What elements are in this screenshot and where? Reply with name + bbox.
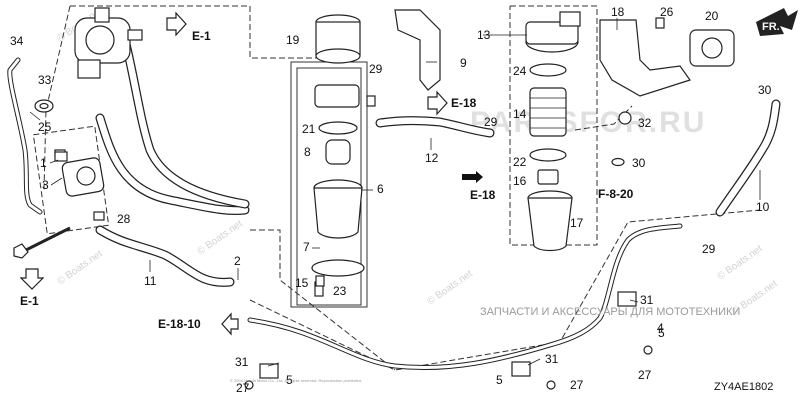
callout-20: 20 [705,9,719,23]
callout-26: 26 [660,5,674,19]
cap-part-19 [315,14,361,64]
callout-5: 5 [496,373,503,387]
callout-11: 11 [144,274,157,288]
watermark-boats: © Boats.net [195,218,244,257]
callout-23: 23 [333,284,347,298]
valve-assembly-part [74,7,143,79]
callout-32: 32 [638,116,652,130]
callout-29: 29 [369,62,383,76]
clip-part-29 [366,95,376,107]
ref-e1-top: E-1 [192,29,211,43]
bolt-part-27 [546,380,556,390]
callout-19: 19 [286,33,300,47]
leader-lines [29,18,761,367]
callout-8: 8 [304,145,311,159]
callout-28: 28 [117,212,131,226]
filter-element-part-14 [529,87,567,137]
fuel-filter-assembly-part-6 [311,84,365,277]
callout-25: 25 [38,120,52,134]
watermark-boats: © Boats.net [55,248,104,287]
ref-e18-mid: E-18 [470,188,496,202]
bolt-part-27 [244,380,254,390]
callout-16: 16 [513,174,527,188]
watermark-shop-text: ЗАПЧАСТИ И АКСЕССУАРЫ ДЛЯ МОТОТЕХНИКИ [480,306,740,318]
clip-part-28 [93,211,105,221]
callout-34: 34 [10,34,24,48]
bracket-part-18 [599,19,691,97]
arrow-right-icon [166,11,187,37]
callout-29: 29 [484,115,498,129]
arrow-right-icon [462,171,483,183]
callout-6: 6 [377,182,384,196]
callout-7: 7 [303,240,310,254]
svg-text:FR.: FR. [762,21,780,33]
callout-labels: 34 33 25 1 3 28 11 2 19 29 21 8 6 7 15 2… [10,5,772,395]
callout-18: 18 [611,5,625,19]
callout-31: 31 [640,293,654,307]
filter-cap-part-13 [525,11,581,53]
section-references: E-1 E-1 E-18 E-18 F-8-20 E-18-10 [20,29,634,331]
callout-27: 27 [570,378,584,392]
callout-4: 4 [657,321,664,335]
bolt-part-27 [643,345,653,355]
ring-part-22 [529,148,567,162]
bolt-long-part [13,226,71,259]
filter-cup-part-17 [527,190,573,252]
callout-31: 31 [545,352,559,366]
callout-30: 30 [632,156,646,170]
callout-33: 33 [38,73,52,87]
ref-e18-right: E-18 [451,96,477,110]
clamp-part-5 [259,363,279,379]
watermark-layer: PARTSFOR.RU © Boats.net © Boats.net © Bo… [55,5,779,317]
callout-15: 15 [295,276,309,290]
ref-f820: F-8-20 [598,187,634,201]
callout-30: 30 [758,83,772,97]
callout-10: 10 [756,200,770,214]
callout-24: 24 [513,64,527,78]
ref-e1-bottom: E-1 [20,294,39,308]
diagram-code: ZY4AE1802 [714,381,773,393]
clamp-part-5 [511,361,531,377]
fitting-part-1 [54,151,68,162]
ref-e1810: E-18-10 [158,317,201,331]
clamp-part-5 [617,291,637,307]
callout-12: 12 [425,151,439,165]
callout-22: 22 [513,155,527,169]
callout-9: 9 [460,56,467,70]
sensor-part-15 [315,275,325,287]
callout-5: 5 [286,373,293,387]
callout-3: 3 [42,178,49,192]
callout-2: 2 [234,254,241,268]
callout-5: 5 [658,326,665,340]
fr-badge: FR. [756,8,798,36]
watermark-logo: PARTSFOR.RU [470,106,706,139]
callout-27: 27 [638,368,652,382]
watermark-boats: © Boats.net [425,268,474,307]
callout-21: 21 [302,122,316,136]
watermark-boats: © Boats.net [715,243,764,282]
parts [13,7,735,390]
callout-31: 31 [235,355,249,369]
hoses [7,35,781,371]
copyright-text: © 2004 Honda Motor Co., Ltd. All rights … [230,378,362,383]
callout-13: 13 [477,28,491,42]
valve-part-20 [689,29,735,67]
fitting-part-32 [618,111,632,125]
nut-part-16 [537,169,559,185]
bolt-part-26 [655,17,665,29]
callout-27: 27 [236,381,250,395]
o-ring-part-24 [529,63,567,77]
arrow-right-icon [427,90,448,116]
callout-29: 29 [702,242,716,256]
callout-14: 14 [513,107,527,121]
arrow-down-icon [19,268,45,290]
bracket-part-9 [394,9,441,91]
callout-17: 17 [570,216,584,230]
washer-part-30 [611,157,625,167]
arrow-left-icon [221,312,239,336]
callout-1: 1 [40,156,47,170]
reference-arrows: FR. [19,8,798,336]
